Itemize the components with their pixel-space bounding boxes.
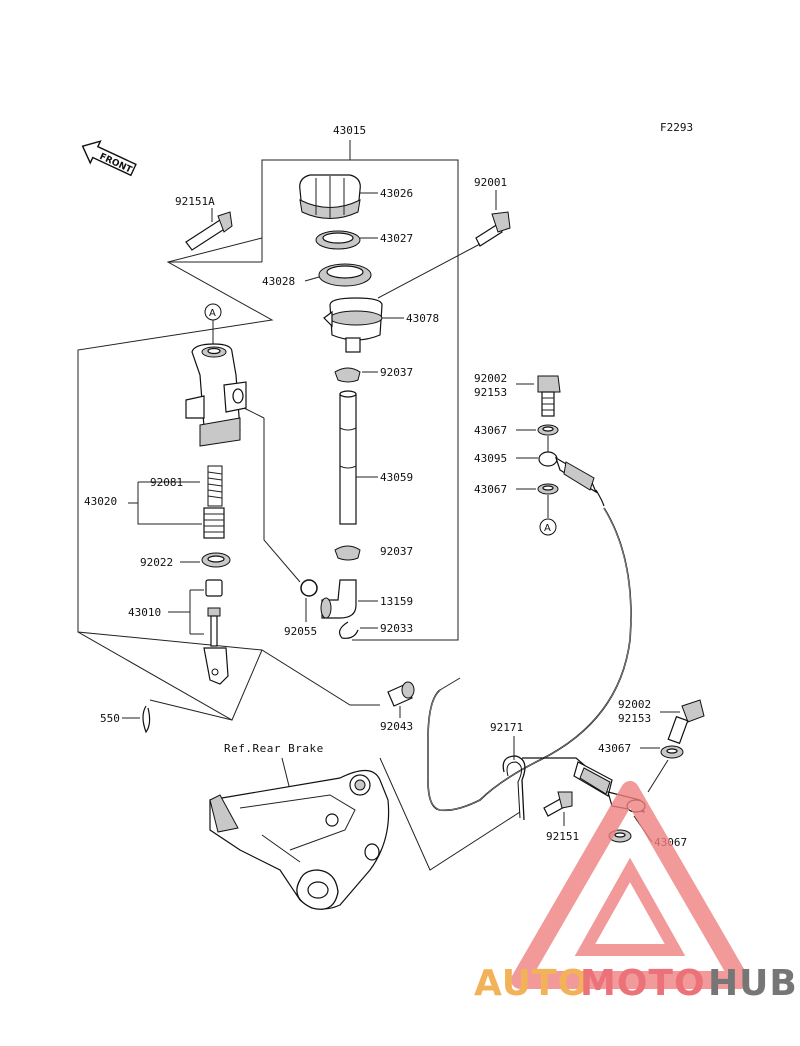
reservoir-kit-box: 43015 [168, 124, 459, 641]
label-92001: 92001 [474, 176, 507, 189]
label-92002-upper: 92002 [474, 372, 507, 385]
label-550: 550 [100, 712, 120, 725]
bolt-92001: 92001 [377, 176, 511, 299]
clevis-pin: 92043 [380, 681, 415, 733]
label-92022: 92022 [140, 556, 173, 569]
cylinder-frame [77, 237, 380, 706]
master-cylinder-body [185, 343, 301, 583]
hose-clamp-lower: 92037 [334, 545, 413, 561]
label-92037-lower: 92037 [380, 545, 413, 558]
label-92002-lower: 92002 [618, 698, 651, 711]
reservoir-tank: 43078 [323, 297, 439, 353]
marker-a-upper: A [204, 303, 222, 346]
label-92153-upper: 92153 [474, 386, 507, 399]
circlip: 92033 [338, 621, 413, 639]
label-92043: 92043 [380, 720, 413, 733]
push-rod-assembly: 43010 [128, 579, 229, 685]
bolt-92151: 92151 [543, 791, 579, 843]
diagram-code: F2293 [660, 121, 693, 134]
label-92037-upper: 92037 [380, 366, 413, 379]
label-13159: 13159 [380, 595, 413, 608]
reservoir-cap: 43026 [299, 174, 413, 219]
label-43026: 43026 [380, 187, 413, 200]
watermark-triangle [511, 781, 749, 989]
spring [207, 465, 223, 507]
label-43020: 43020 [84, 495, 117, 508]
cotter-pin: 550 [100, 705, 151, 734]
label-92033: 92033 [380, 622, 413, 635]
watermark-moto: MOTO [580, 963, 706, 1004]
label-92055: 92055 [284, 625, 317, 638]
svg-text:A: A [209, 308, 216, 319]
washer-92022: 92022 [140, 552, 231, 569]
piston [203, 507, 225, 539]
reservoir-plate: 43028 [262, 263, 372, 288]
piston-assembly-group: 43020 92081 [84, 465, 225, 539]
label-43067-b: 43067 [474, 483, 507, 496]
marker-a-lower: A [544, 523, 551, 534]
bolt-92151A: 92151A [175, 195, 233, 251]
label-92171: 92171 [490, 721, 523, 734]
brake-hose: 92171 [427, 507, 632, 821]
label-92081: 92081 [150, 476, 183, 489]
reservoir-gasket: 43027 [315, 230, 413, 250]
watermark-hub: HUB [708, 963, 798, 1004]
label-43067-a: 43067 [474, 424, 507, 437]
rear-brake-bracket: Ref.Rear Brake [209, 742, 390, 910]
label-92151A: 92151A [175, 195, 215, 208]
label-43027: 43027 [380, 232, 413, 245]
hose-joint: 13159 [320, 579, 413, 619]
label-92151: 92151 [546, 830, 579, 843]
label-43067-c: 43067 [598, 742, 631, 755]
label-43010: 43010 [128, 606, 161, 619]
ref-rear-brake-label: Ref.Rear Brake [224, 742, 324, 755]
label-43015: 43015 [333, 124, 366, 137]
front-arrow-icon: FRONT [81, 140, 137, 177]
watermark-auto: AUTO [474, 963, 589, 1004]
hose-clamp-upper: 92037 [334, 366, 413, 383]
label-92153-lower: 92153 [618, 712, 651, 725]
reservoir-hose: 43059 [339, 390, 413, 525]
label-43028: 43028 [262, 275, 295, 288]
label-43095: 43095 [474, 452, 507, 465]
o-ring: 92055 [284, 579, 318, 638]
label-43059: 43059 [380, 471, 413, 484]
label-43078: 43078 [406, 312, 439, 325]
upper-banjo-group: 92002 92153 43067 43095 43067 A [474, 372, 605, 536]
automotohub-watermark: AUTO MOTO HUB [474, 781, 798, 1004]
